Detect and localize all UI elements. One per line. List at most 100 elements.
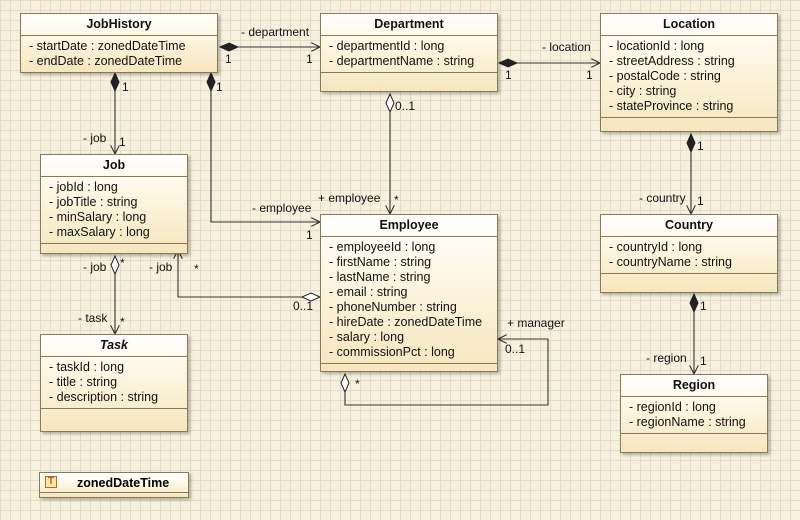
aggregation-diamond-employee-job <box>300 292 322 302</box>
class-name: Country <box>601 215 777 237</box>
multiplicity-label: 0..1 <box>293 299 314 313</box>
multiplicity-label: 1 <box>697 194 704 208</box>
multiplicity-label: 1 <box>216 80 223 94</box>
attribute: - streetAddress : string <box>609 54 735 68</box>
datatype-icon: T <box>45 476 57 488</box>
datatype-name: zonedDateTime <box>77 476 170 490</box>
aggregation-diamond-employee-manager <box>340 372 350 394</box>
role-label: - region <box>646 351 687 365</box>
attribute: - title : string <box>49 375 118 389</box>
composition-diamond-jobhistory-job <box>110 71 120 93</box>
attribute-list: - startDate : zonedDateTime - endDate : … <box>21 36 217 72</box>
multiplicity-label: * <box>355 377 360 391</box>
attribute: - stateProvince : string <box>609 99 734 113</box>
operations-compartment <box>321 72 497 83</box>
operations-compartment <box>621 433 767 444</box>
attribute: - regionName : string <box>629 415 746 429</box>
role-label: - location <box>542 40 591 54</box>
attribute: - departmentId : long <box>329 39 445 53</box>
role-label: - task <box>78 311 108 325</box>
role-label: - job <box>83 260 107 274</box>
attribute: - maxSalary : long <box>49 225 150 239</box>
role-label: - country <box>639 191 686 205</box>
edge-employee-job <box>178 250 302 298</box>
attribute: - employeeId : long <box>329 240 436 254</box>
attribute-list: - countryId : long - countryName : strin… <box>601 237 777 273</box>
class-name: Employee <box>321 215 497 237</box>
attribute-list: - taskId : long - title : string - descr… <box>41 357 187 408</box>
class-name: Location <box>601 14 777 36</box>
operations-compartment <box>41 243 187 254</box>
datatype-zoneddatetime[interactable]: T zonedDateTime <box>39 472 189 498</box>
multiplicity-label: 1 <box>225 52 232 66</box>
operations-compartment <box>601 273 777 284</box>
operations-compartment <box>601 117 777 128</box>
attribute: - salary : long <box>329 330 405 344</box>
attribute: - startDate : zonedDateTime <box>29 39 186 53</box>
edge-jobhistory-employee <box>210 91 320 222</box>
attribute: - regionId : long <box>629 400 716 414</box>
attribute-list: - locationId : long - streetAddress : st… <box>601 36 777 117</box>
attribute-list: - jobId : long - jobTitle : string - min… <box>41 177 187 243</box>
aggregation-diamond-job-task <box>110 254 120 276</box>
role-label: - department <box>241 25 310 39</box>
attribute: - description : string <box>49 390 159 404</box>
multiplicity-label: * <box>120 315 125 329</box>
class-task[interactable]: Task - taskId : long - title : string - … <box>40 334 188 432</box>
attribute-list: - employeeId : long - firstName : string… <box>321 237 497 363</box>
class-jobhistory[interactable]: JobHistory - startDate : zonedDateTime -… <box>20 13 218 73</box>
role-label: - job <box>83 131 107 145</box>
multiplicity-label: 0..1 <box>395 99 416 113</box>
operations-compartment <box>41 408 187 419</box>
multiplicity-label: * <box>120 256 125 270</box>
attribute: - locationId : long <box>609 39 705 53</box>
aggregation-diamond-department-employee <box>385 92 395 114</box>
attribute-list: - regionId : long - regionName : string <box>621 397 767 433</box>
role-label: - job <box>149 260 173 274</box>
attribute-list: - departmentId : long - departmentName :… <box>321 36 497 72</box>
edge-employee-manager <box>344 339 549 406</box>
composition-diamond-country-region <box>689 292 699 314</box>
attribute: - taskId : long <box>49 360 125 374</box>
class-country[interactable]: Country - countryId : long - countryName… <box>600 214 778 293</box>
multiplicity-label: 1 <box>586 68 593 82</box>
composition-diamond-department-location <box>497 58 519 68</box>
attribute: - city : string <box>609 84 677 98</box>
multiplicity-label: 0..1 <box>505 342 526 356</box>
attribute: - hireDate : zonedDateTime <box>329 315 483 329</box>
multiplicity-label: 1 <box>505 68 512 82</box>
attribute: - endDate : zonedDateTime <box>29 54 183 68</box>
attribute: - countryName : string <box>609 255 732 269</box>
multiplicity-label: 1 <box>306 228 313 242</box>
composition-diamond-location-country <box>686 132 696 154</box>
class-region[interactable]: Region - regionId : long - regionName : … <box>620 374 768 453</box>
multiplicity-label: 1 <box>122 80 129 94</box>
class-location[interactable]: Location - locationId : long - streetAdd… <box>600 13 778 132</box>
operations-compartment <box>321 363 497 374</box>
class-name: Department <box>321 14 497 36</box>
composition-diamond-jobhistory-department <box>218 42 240 52</box>
attribute: - commissionPct : long <box>329 345 455 359</box>
attribute: - firstName : string <box>329 255 432 269</box>
class-employee[interactable]: Employee - employeeId : long - firstName… <box>320 214 498 372</box>
class-name: JobHistory <box>21 14 217 36</box>
attribute: - postalCode : string <box>609 69 721 83</box>
attribute: - email : string <box>329 285 408 299</box>
class-name: Task <box>41 335 187 357</box>
class-job[interactable]: Job - jobId : long - jobTitle : string -… <box>40 154 188 254</box>
multiplicity-label: 1 <box>700 354 707 368</box>
attribute: - departmentName : string <box>329 54 475 68</box>
class-name: Region <box>621 375 767 397</box>
attribute: - jobTitle : string <box>49 195 138 209</box>
class-department[interactable]: Department - departmentId : long - depar… <box>320 13 498 92</box>
composition-diamond-jobhistory-employee <box>206 71 216 93</box>
multiplicity-label: 1 <box>119 135 126 149</box>
role-label: + manager <box>507 316 565 330</box>
attribute: - minSalary : long <box>49 210 147 224</box>
class-name: Job <box>41 155 187 177</box>
role-label: - employee <box>252 201 312 215</box>
multiplicity-label: * <box>394 193 399 207</box>
attribute: - jobId : long <box>49 180 118 194</box>
